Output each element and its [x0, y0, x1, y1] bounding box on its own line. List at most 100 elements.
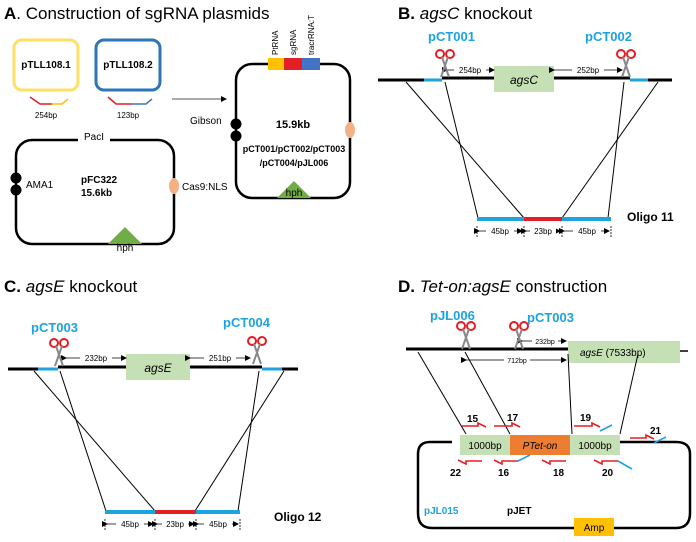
oligo-bp-right: 45bp: [209, 520, 227, 529]
ptrna-block: [268, 58, 284, 70]
oligo-11-label: Oligo 11: [627, 210, 674, 224]
primer-label-16: 16: [498, 468, 510, 479]
agsc-gene-box: [494, 66, 554, 92]
cross-line: [561, 81, 659, 219]
homology-box-right: [570, 435, 620, 455]
scissors-icon: [616, 49, 636, 78]
scissors-icon: [247, 336, 267, 365]
pct001-label: pCT001: [428, 29, 475, 44]
agse-gene-box: [126, 354, 190, 380]
primer-label-19: 19: [580, 413, 592, 424]
panel-c: C. agsE knockout pCT003 pCT004 agsE 232b…: [4, 277, 322, 531]
primer-label-17: 17: [507, 413, 519, 424]
panel-d-title: D. Tet-on:agsE construction: [398, 277, 607, 296]
fragment-2-bp: 123bp: [117, 111, 140, 120]
plasmid-list-line1: pCT001/pCT002/pCT003: [243, 144, 346, 154]
pjet-plasmid: [416, 440, 692, 530]
ama1-dot-3: [230, 118, 242, 130]
ptrna-label: PtRNA: [271, 30, 280, 55]
right-bp-label: 252bp: [577, 66, 600, 75]
oligo-label-bg: [204, 519, 232, 529]
scissors-icon: [456, 321, 476, 350]
primer-label-18: 18: [553, 468, 565, 479]
panel-b: B. agsC knockout pCT001 pCT002 agsC 254b…: [378, 4, 674, 238]
pfc322-label: pFC322: [81, 175, 118, 186]
cross-line: [59, 370, 107, 512]
ptet-on-box: [510, 435, 570, 455]
hph-label: hph: [117, 243, 134, 254]
gibson-label: Gibson: [190, 116, 222, 127]
pct003-label: pCT003: [527, 310, 574, 325]
amp-box: [574, 518, 614, 536]
right-bp-bg: [204, 352, 236, 363]
right-bp-label: 251bp: [209, 354, 232, 363]
pacl-label: PacI: [84, 132, 104, 143]
hph-triangle-2: [277, 181, 311, 198]
homology-box-left: [460, 435, 510, 455]
ptet-on-label: PTet-on: [523, 441, 558, 452]
ptll108-2-plasmid: [94, 38, 162, 92]
left-bp-label: 232bp: [85, 354, 108, 363]
pfc322-size: 15.6kb: [81, 188, 112, 199]
primer-tail-21: [653, 436, 667, 444]
plasmid-list-line2: /pCT004/pJL006: [260, 158, 329, 168]
oligo-12-label: Oligo 12: [274, 510, 322, 524]
oligo-label-bg: [573, 226, 601, 236]
agse-gene-label: agsE (7533bp): [580, 348, 646, 359]
primer-arrow-20: [593, 459, 618, 466]
cross-line: [567, 353, 573, 435]
agse-gene-box: [568, 341, 680, 363]
amp-label: Amp: [584, 523, 605, 534]
pjet-label: pJET: [507, 506, 531, 517]
bp232-bg: [532, 336, 558, 346]
primer-arrow-18: [541, 459, 566, 466]
bp232-label: 232bp: [535, 339, 555, 346]
tracrrna-label: tracrRNA:T: [307, 15, 316, 55]
sgrna-block: [284, 58, 302, 70]
primer-label-21: 21: [650, 426, 662, 437]
primer-label-15: 15: [467, 414, 479, 425]
scissors-icon: [435, 49, 455, 78]
bp712-label: 712bp: [507, 358, 527, 365]
hph-triangle: [108, 227, 142, 244]
ptll108-2-label: pTLL108.2: [103, 60, 153, 71]
cross-line: [33, 370, 156, 512]
primer-arrow-17: [494, 421, 521, 428]
oligo-bp-left: 45bp: [491, 227, 509, 236]
primer-tail-16: [517, 454, 531, 462]
cross-line: [464, 351, 511, 435]
ama1-dot-1: [10, 172, 22, 184]
ama1-label: AMA1: [26, 180, 54, 191]
oligo-label-bg: [486, 226, 514, 236]
bp712-bg: [504, 355, 530, 365]
panel-c-title: C. agsE knockout: [4, 277, 138, 296]
homology-box-left-label: 1000bp: [468, 441, 502, 452]
right-bp-bg: [572, 64, 604, 75]
panel-d: D. Tet-on:agsE construction pJL006 pCT00…: [398, 277, 692, 536]
fragment-1-bp: 254bp: [35, 111, 58, 120]
homology-box-right-label: 1000bp: [578, 441, 612, 452]
ama1-dot-4: [230, 130, 242, 142]
cas9-marker-2: [345, 122, 355, 138]
panel-b-title: B. agsC knockout: [398, 4, 532, 23]
agse-gene-label: agsE: [144, 361, 172, 375]
oligo-bp-right: 45bp: [578, 227, 596, 236]
sgrna-plasmid: [234, 62, 352, 200]
left-bp-bg: [80, 352, 112, 363]
pjl015-label: pJL015: [424, 506, 459, 517]
oligo-bp-left: 45bp: [121, 520, 139, 529]
oligo-bp-middle: 23bp: [166, 520, 184, 529]
oligo-label-bg: [530, 226, 556, 236]
oligo-bp-middle: 23bp: [534, 227, 552, 236]
primer-arrow-22: [457, 459, 482, 466]
scissors-icon: [509, 321, 529, 350]
oligo-label-bg: [116, 519, 144, 529]
fragment-2-red: [107, 96, 132, 105]
pct004-label: pCT004: [223, 315, 271, 330]
primer-tail-20: [617, 460, 633, 470]
cross-line: [417, 351, 467, 435]
primer-arrow-15: [462, 421, 487, 428]
panel-a-title: A. Construction of sgRNA plasmids: [4, 4, 270, 23]
sgrna-plasmid-size: 15.9kb: [276, 119, 311, 131]
hph-label-2: hph: [286, 188, 303, 199]
